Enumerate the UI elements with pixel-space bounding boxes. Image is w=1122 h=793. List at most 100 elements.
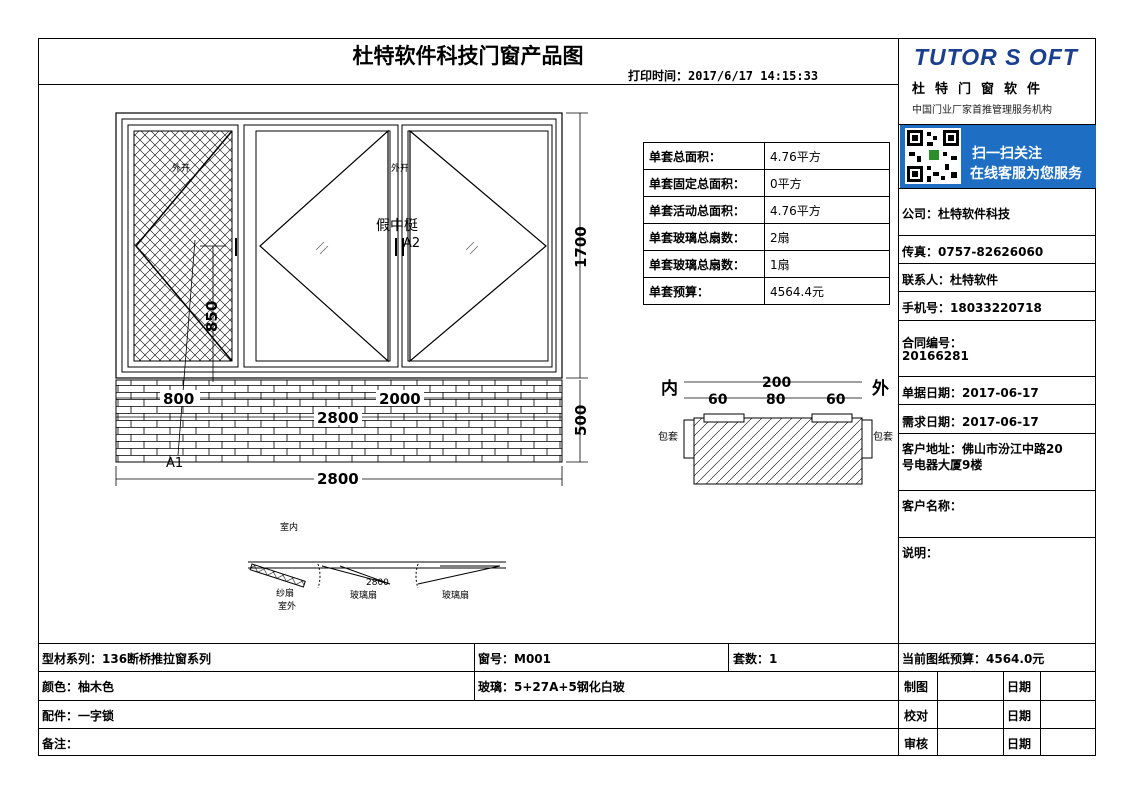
dim-2800-bottom: 2800 <box>317 470 359 488</box>
color-field: 颜色：柚木色 <box>42 680 115 694</box>
bottom-rule <box>38 728 1096 729</box>
window-no-field: 窗号：M001 <box>478 652 551 666</box>
open-label-left: 外开 <box>172 162 190 174</box>
stat-value: 0平方 <box>764 169 890 197</box>
glass-sash-middle <box>243 124 399 368</box>
stat-value: 4.76平方 <box>764 142 890 170</box>
info-rule <box>898 404 1096 405</box>
stat-label: 单套活动总面积： <box>643 196 765 224</box>
remark-field: 说明： <box>902 546 939 560</box>
date-label: 日期 <box>1007 680 1032 694</box>
table-row: 单套固定总面积：0平方 <box>643 169 890 197</box>
info-rule <box>898 537 1096 538</box>
date-label: 日期 <box>1007 737 1032 751</box>
page-title: 杜特软件科技门窗产品图 <box>352 43 584 68</box>
dim-850: 850 <box>203 301 221 332</box>
contract-label: 合同编号： <box>902 336 963 350</box>
qr-code-icon <box>905 128 961 184</box>
qr-caption-1: 扫一扫关注 <box>972 146 1042 162</box>
info-rule <box>898 490 1096 491</box>
plan-glass-sash-2-label: 玻璃扇 <box>442 589 469 601</box>
dim-500: 500 <box>572 405 590 436</box>
plan-dim: 2800 <box>366 578 389 588</box>
bottom-col-rule <box>1040 671 1041 756</box>
dim-2800-inner: 2800 <box>317 409 359 427</box>
section-dim-c: 60 <box>826 392 846 408</box>
stat-label: 单套玻璃总扇数： <box>643 250 765 278</box>
info-rule <box>898 124 1096 125</box>
bottom-rule <box>38 643 1096 644</box>
bottom-rule <box>38 671 1096 672</box>
plan-screen-sash-label: 纱扇 <box>276 587 294 599</box>
mobile-field: 手机号：18033220718 <box>902 301 1042 315</box>
header-divider <box>38 84 898 85</box>
dim-1700: 1700 <box>572 226 590 268</box>
info-rule <box>898 291 1096 292</box>
stats-table: 单套总面积：4.76平方 单套固定总面积：0平方 单套活动总面积：4.76平方 … <box>643 142 890 305</box>
stat-label: 单套玻璃总扇数： <box>643 223 765 251</box>
stat-value: 1扇 <box>764 250 890 278</box>
company-field: 公司：杜特软件科技 <box>902 207 1011 221</box>
company-logo: TUTOR S OFT <box>914 44 1078 70</box>
open-label-right: 外开 <box>391 162 409 174</box>
section-inside-label: 内 <box>661 378 678 399</box>
stat-label: 单套固定总面积： <box>643 169 765 197</box>
bottom-col-rule <box>474 643 475 700</box>
bottom-col-rule <box>728 643 729 671</box>
mullion-label: 假中梃 <box>376 218 418 234</box>
draw-label: 制图 <box>904 680 929 694</box>
tag-a2: A2 <box>403 236 420 251</box>
window-elevation-drawing: 外开 外开 假中梃 A2 A1 850 1700 500 800 2000 28… <box>115 112 893 612</box>
section-dim-b: 80 <box>766 392 786 408</box>
bottom-col-rule <box>937 671 938 756</box>
section-dim-a: 60 <box>708 392 728 408</box>
dim-800: 800 <box>163 390 194 408</box>
need-date-field: 需求日期：2017-06-17 <box>902 415 1039 429</box>
cover-right-label: 包套 <box>873 430 893 443</box>
dim-2000: 2000 <box>379 390 421 408</box>
fittings-field: 配件：一字锁 <box>42 709 115 723</box>
date-label: 日期 <box>1007 709 1032 723</box>
tag-a1: A1 <box>166 456 183 471</box>
fax-field: 传真：0757-82626060 <box>902 245 1044 259</box>
info-rule <box>898 235 1096 236</box>
address-line-1: 客户地址：佛山市汾江中路20 <box>902 442 1063 456</box>
logo-slogan: 中国门业厂家首推管理服务机构 <box>912 105 1052 116</box>
wall-section <box>693 417 863 485</box>
stat-label: 单套预算： <box>643 277 765 305</box>
right-panel-divider <box>898 38 899 756</box>
plan-indoor-label: 室内 <box>280 521 298 533</box>
sets-field: 套数：1 <box>733 652 778 666</box>
screen-sash <box>127 124 239 368</box>
info-rule <box>898 376 1096 377</box>
section-dim-total: 200 <box>762 375 791 391</box>
info-rule <box>898 433 1096 434</box>
address-line-2: 号电器大厦9楼 <box>902 458 983 472</box>
table-row: 单套玻璃总扇数：2扇 <box>643 223 890 251</box>
table-row: 单套预算：4564.4元 <box>643 277 890 305</box>
plan-glass-sash-1-label: 玻璃扇 <box>350 589 377 601</box>
table-row: 单套玻璃总扇数：1扇 <box>643 250 890 278</box>
profile-field: 型材系列：136断桥推拉窗系列 <box>42 652 212 666</box>
bottom-col-rule <box>1003 671 1004 756</box>
table-row: 单套总面积：4.76平方 <box>643 142 890 170</box>
contact-field: 联系人：杜特软件 <box>902 273 999 287</box>
drawing-frame <box>38 38 1096 756</box>
bottom-rule <box>38 700 1096 701</box>
budget-field: 当前图纸预算：4564.0元 <box>902 652 1045 666</box>
plan-outdoor-label: 室外 <box>278 600 296 612</box>
info-rule <box>898 263 1096 264</box>
cover-left-label: 包套 <box>658 430 678 443</box>
qr-caption-2: 在线客服为您服务 <box>970 166 1082 182</box>
review-label: 审核 <box>904 737 929 751</box>
table-row: 单套活动总面积：4.76平方 <box>643 196 890 224</box>
doc-date-field: 单据日期：2017-06-17 <box>902 386 1039 400</box>
check-label: 校对 <box>904 709 929 723</box>
section-outside-label: 外 <box>872 378 889 399</box>
info-rule <box>898 188 1096 189</box>
print-time: 打印时间：2017/6/17 14:15:33 <box>628 69 819 83</box>
contract-number: 20166281 <box>902 349 969 363</box>
customer-name-field: 客户名称： <box>902 499 963 513</box>
info-rule <box>898 320 1096 321</box>
stat-value: 4564.4元 <box>764 277 890 305</box>
